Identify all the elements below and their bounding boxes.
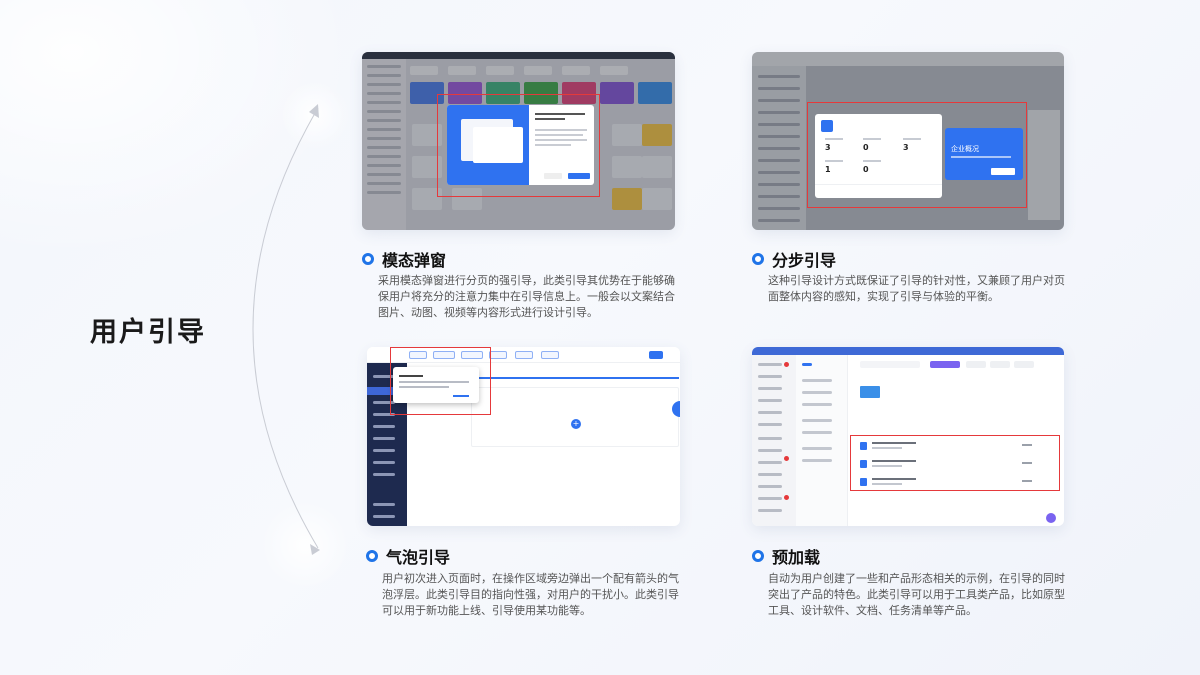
- assistant-button[interactable]: [1046, 513, 1056, 523]
- guide-bubble: [393, 367, 479, 403]
- list-item[interactable]: [858, 383, 1028, 398]
- list-item[interactable]: [858, 475, 1032, 489]
- template-cards: [410, 82, 672, 106]
- bullet-icon: [362, 253, 374, 265]
- step-popover: 企业概况: [945, 128, 1023, 180]
- tabs-row: [410, 66, 670, 76]
- page-title: 用户引导: [90, 317, 206, 348]
- step-guide-screenshot: 3 0 3 1 0 企业概况: [752, 52, 1064, 230]
- highlighted-card: 3 0 3 1 0: [815, 114, 942, 198]
- section-description-bubble: 用户初次进入页面时，在操作区域旁边弹出一个配有箭头的气泡浮层。此类引导目的指向性…: [382, 572, 679, 617]
- modal-secondary-button[interactable]: [544, 173, 562, 179]
- modal-guide-screenshot: [362, 52, 675, 230]
- modal-illustration: [447, 105, 529, 185]
- company-avatar: [821, 120, 833, 132]
- list-item[interactable]: [858, 457, 1032, 471]
- add-icon[interactable]: +: [571, 419, 581, 429]
- section-heading-bubble: 气泡引导: [366, 544, 450, 568]
- content-area: [471, 387, 679, 447]
- modal-primary-button[interactable]: [568, 173, 590, 179]
- bubble-guide-screenshot: +: [367, 347, 680, 526]
- sidebar: [362, 59, 406, 230]
- decorative-arc: [252, 104, 320, 555]
- section-heading-preload: 预加载: [752, 544, 820, 568]
- arc-arrow-bottom: [310, 544, 320, 555]
- sidebar: [752, 66, 806, 230]
- section-heading-steps: 分步引导: [752, 247, 836, 271]
- app-sidebar: [752, 355, 796, 526]
- floating-button[interactable]: [672, 401, 680, 417]
- highlight-box: [850, 435, 1060, 491]
- highlight-box: [807, 102, 1027, 208]
- list-item[interactable]: [858, 439, 1032, 453]
- bullet-icon: [752, 253, 764, 265]
- bullet-icon: [366, 550, 378, 562]
- window-titlebar: [752, 347, 1064, 355]
- bullet-icon: [752, 550, 764, 562]
- section-heading-modal: 模态弹窗: [362, 247, 446, 271]
- primary-button[interactable]: [649, 351, 663, 359]
- section-description-steps: 这种引导设计方式既保证了引导的针对性，又兼顾了用户对页面整体内容的感知，实现了引…: [768, 274, 1065, 303]
- guide-modal: [447, 105, 594, 185]
- step-tabs: [471, 369, 679, 379]
- arc-arrow-top: [309, 104, 319, 118]
- window-titlebar: [362, 52, 675, 59]
- section-description-preload: 自动为用户创建了一些和产品形态相关的示例，在引导的同时突出了产品的特色。此类引导…: [768, 572, 1065, 617]
- app-header: [752, 52, 1064, 66]
- section-description-modal: 采用模态弹窗进行分页的强引导，此类引导其优势在于能够确保用户将充分的注意力集中在…: [378, 274, 675, 319]
- highlight-box: [437, 94, 600, 197]
- toolbar: [367, 347, 680, 363]
- highlight-box: [390, 347, 491, 415]
- preload-guide-screenshot: [752, 347, 1064, 526]
- doc-nav: [796, 355, 848, 526]
- card-actions: [815, 184, 942, 198]
- background-glow: [260, 500, 350, 590]
- next-step-button[interactable]: [991, 168, 1015, 175]
- doc-toolbar: [852, 359, 1062, 371]
- right-panel: [1028, 110, 1060, 220]
